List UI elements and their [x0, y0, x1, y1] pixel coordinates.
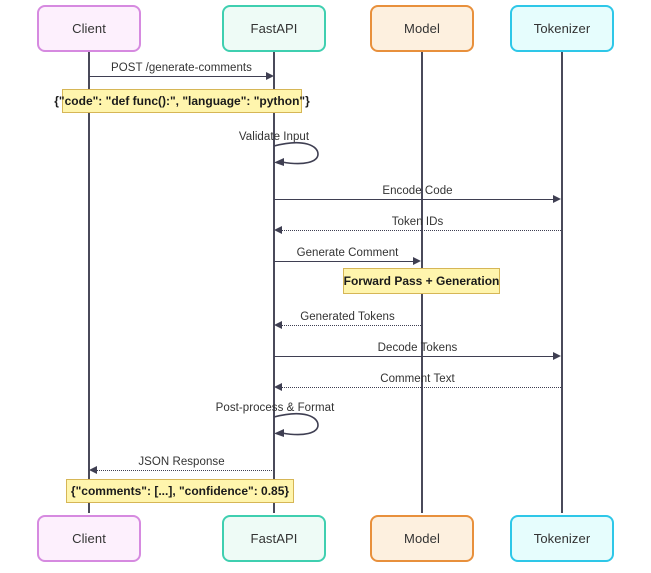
arrow-head-encode-code [553, 195, 561, 203]
self-loop-post-process-format [273, 412, 319, 437]
message-label-generate-comment: Generate Comment [296, 247, 399, 259]
participant-tokenizer-top[interactable]: Tokenizer [510, 5, 614, 52]
message-label-comment-text: Comment Text [380, 373, 455, 385]
participant-label: FastAPI [250, 531, 298, 546]
message-line-generated-tokens [282, 325, 421, 326]
arrow-head-token-ids [274, 226, 282, 234]
message-label-token-ids: Token IDs [391, 216, 444, 228]
note-text: {"code": "def func():", "language": "pyt… [54, 94, 310, 108]
participant-label: FastAPI [250, 21, 298, 36]
participant-label: Model [404, 21, 440, 36]
message-line-post-generate-comments [89, 76, 266, 77]
note-request-payload: {"code": "def func():", "language": "pyt… [54, 89, 310, 113]
message-line-encode-code [274, 199, 553, 200]
message-label-post-generate-comments: POST /generate-comments [111, 62, 252, 74]
participant-tokenizer-bottom[interactable]: Tokenizer [510, 515, 614, 562]
message-line-comment-text [282, 387, 561, 388]
note-forward-pass: Forward Pass + Generation [343, 268, 500, 294]
message-label-decode-tokens: Decode Tokens [377, 342, 458, 354]
message-line-decode-tokens [274, 356, 553, 357]
lifeline-tokenizer [561, 52, 563, 513]
note-text: Forward Pass + Generation [343, 274, 500, 288]
lifeline-client [88, 52, 90, 513]
arrow-head-comment-text [274, 383, 282, 391]
arrow-head-json-response [89, 466, 97, 474]
note-response-payload: {"comments": [...], "confidence": 0.85} [66, 479, 294, 503]
message-line-token-ids [282, 230, 561, 231]
arrow-head-post-generate-comments [266, 72, 274, 80]
participant-client-top[interactable]: Client [37, 5, 141, 52]
participant-label: Client [72, 21, 106, 36]
participant-label: Tokenizer [533, 21, 591, 36]
arrow-head-decode-tokens [553, 352, 561, 360]
message-label-encode-code: Encode Code [382, 185, 453, 197]
participant-model-top[interactable]: Model [370, 5, 474, 52]
participant-label: Model [404, 531, 440, 546]
participant-label: Tokenizer [533, 531, 591, 546]
message-label-json-response: JSON Response [138, 456, 225, 468]
message-label-post-process-format: Post-process & Format [215, 402, 335, 414]
note-text: {"comments": [...], "confidence": 0.85} [70, 484, 290, 498]
arrow-head-generate-comment [413, 257, 421, 265]
participant-model-bottom[interactable]: Model [370, 515, 474, 562]
message-label-generated-tokens: Generated Tokens [300, 311, 395, 323]
message-line-json-response [97, 470, 274, 471]
participant-label: Client [72, 531, 106, 546]
participant-fastapi-bottom[interactable]: FastAPI [222, 515, 326, 562]
arrow-head-generated-tokens [274, 321, 282, 329]
participant-fastapi-top[interactable]: FastAPI [222, 5, 326, 52]
lifeline-fastapi [273, 52, 275, 513]
message-label-validate-input: Validate Input [238, 131, 310, 143]
self-loop-validate-input [273, 141, 319, 166]
message-line-generate-comment [274, 261, 413, 262]
participant-client-bottom[interactable]: Client [37, 515, 141, 562]
